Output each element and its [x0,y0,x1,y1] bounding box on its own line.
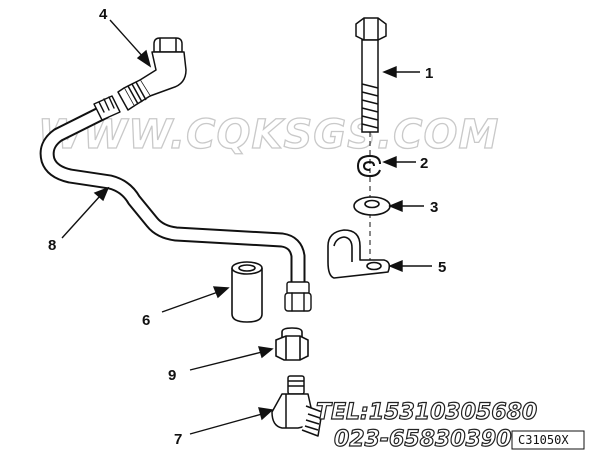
callout-8: 8 [48,237,56,254]
part-8-tube [39,95,312,312]
callout-1: 1 [425,65,433,82]
arrowhead-9 [258,346,274,359]
part-1-bolt [355,17,387,133]
tube-lower-nut [284,281,312,312]
part-9-plug [275,327,309,361]
part-6-sleeve [231,261,263,323]
watermark-text: WWW.CQKSGS.COM [38,112,499,158]
part-4-elbow-fitting [117,37,187,111]
leader-9 [189,351,263,371]
part-7-elbow-fitting [271,375,323,437]
callout-2: 2 [420,155,428,172]
arrowhead-3 [388,199,403,213]
arrowhead-8 [93,186,110,202]
contact-phone2: 023-65830390 [334,427,512,452]
callout-3: 3 [430,199,438,216]
part-5-p-clamp [327,229,391,279]
part-3-flat-washer [353,196,391,216]
tube-upper-fitting [93,95,121,121]
callout-5: 5 [438,259,446,276]
leader-6 [161,291,219,313]
leader-lines [61,19,432,435]
arrowhead-1 [382,65,397,79]
arrowhead-4 [136,49,152,68]
arrowhead-7 [258,407,274,421]
figure-id-box: C31050X [511,430,585,450]
arrowhead-5 [388,259,403,273]
callout-6: 6 [142,312,150,329]
part-2-lock-washer [356,154,381,178]
leader-4 [109,19,145,59]
contact-tel: TEL:15310305680 [316,400,537,425]
arrowhead-6 [212,286,230,299]
leader-7 [189,413,263,435]
arrowhead-2 [382,155,397,169]
callout-7: 7 [174,431,182,448]
callout-9: 9 [168,367,176,384]
callout-4: 4 [99,6,108,23]
leader-8 [61,195,101,239]
figure-id-text: C31050X [518,433,569,447]
